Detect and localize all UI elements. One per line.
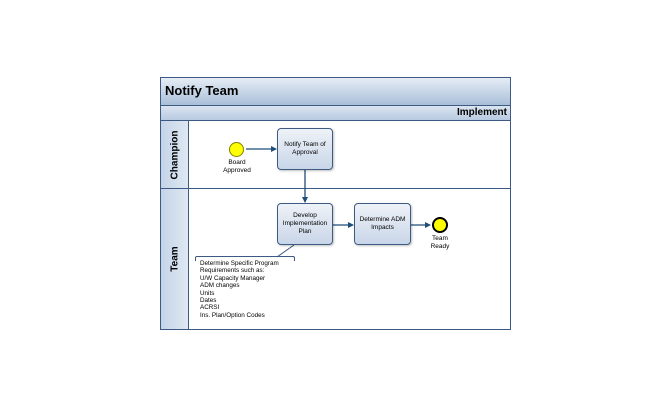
start-event-label-line1: Board [228, 159, 246, 166]
end-event-label: Team Ready [421, 235, 459, 250]
lane-label-champion: Champion [169, 130, 180, 179]
task-develop-plan: Develop Implementation Plan [277, 203, 333, 245]
annotation-line: Units [200, 289, 215, 297]
annotation-line: ACRSI [200, 304, 220, 312]
annotation-line: ADM changes [200, 282, 240, 290]
end-event-label-line2: Ready [430, 242, 450, 250]
task-determine-adm-line1: Determine ADM [359, 216, 406, 223]
lane-label-team: Team [169, 246, 180, 272]
annotation-text: Determine Specific Program Requirements … [200, 260, 279, 319]
start-event-board-approved [229, 142, 244, 157]
annotation-line: Dates [200, 297, 217, 305]
end-event-team-ready [432, 217, 448, 233]
task-notify-team-line2: Approval [292, 149, 318, 156]
phase-header: Implement [161, 106, 510, 121]
start-event-label: Board Approved [216, 159, 258, 174]
task-develop-plan-line2: Implementation [282, 220, 328, 227]
task-determine-adm-line2: Impacts [371, 224, 394, 231]
annotation-line: Determine Specific Program [200, 260, 279, 267]
task-develop-plan-line3: Plan [298, 228, 312, 235]
lane-header-champion: Champion [161, 121, 189, 188]
diagram-title: Notify Team [165, 83, 239, 98]
pool-title-bar: Notify Team [161, 78, 510, 106]
task-notify-team: Notify Team of Approval [277, 128, 333, 170]
lane-team: Team [161, 189, 510, 329]
end-event-label-line1: Team [432, 235, 448, 242]
start-event-label-line2: Approved [223, 166, 251, 174]
phase-label: Implement [456, 107, 507, 118]
annotation-bracket [195, 256, 295, 261]
annotation-line: Ins. Plan/Option Codes [200, 311, 265, 319]
task-determine-adm: Determine ADM Impacts [354, 203, 411, 245]
lane-header-team: Team [161, 189, 189, 329]
annotation-line: U/W Capacity Manager [200, 274, 266, 282]
task-develop-plan-line1: Develop [293, 212, 317, 219]
task-notify-team-line1: Notify Team of [284, 141, 326, 148]
process-pool: Notify Team Implement Champion Team [160, 77, 511, 330]
lane-champion: Champion [161, 121, 510, 189]
annotation-line: Requirements such as: [200, 267, 265, 275]
